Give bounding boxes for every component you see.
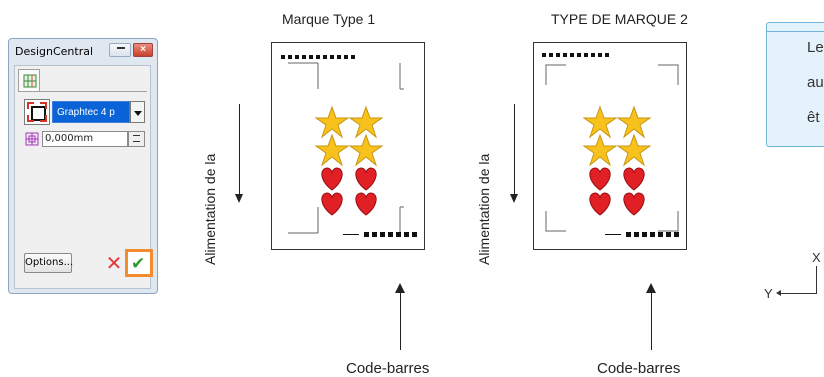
window-title: DesignCentral [15, 45, 94, 58]
barcode-arrow [400, 292, 401, 350]
mark-type-select[interactable]: Graphtec 4 p [52, 101, 130, 123]
chevron-down-icon[interactable] [130, 101, 145, 123]
square-icon [31, 106, 46, 121]
sheet-2-artwork [542, 53, 679, 237]
heart-icon [589, 167, 645, 216]
corner-mark-icon [27, 115, 34, 122]
ok-button[interactable]: ✔ [125, 249, 153, 277]
sheet-type-2 [533, 42, 687, 250]
barcode-label: Code-barres [597, 360, 681, 377]
top-dash-mark [542, 53, 609, 57]
note-callout: Le au êt [766, 22, 824, 147]
barcode-icon [343, 232, 417, 237]
corner-mark-icon [40, 115, 47, 122]
y-axis-line [779, 293, 817, 294]
barcode-label: Code-barres [346, 360, 430, 377]
corner-mark-icon [40, 102, 47, 109]
feed-direction-label: Alimentation de la [476, 153, 492, 265]
callout-divider [767, 31, 824, 32]
corner-mark-icon [27, 102, 34, 109]
star-icon [582, 105, 652, 167]
barcode-arrow [651, 292, 652, 350]
arrow-left-icon [776, 290, 781, 296]
callout-line: Le [807, 39, 824, 56]
callout-line: êt [807, 109, 820, 126]
arrow-up-icon [395, 283, 405, 293]
sheet-2-title: TYPE DE MARQUE 2 [551, 11, 688, 27]
minimize-button[interactable] [109, 43, 131, 57]
window-titlebar: DesignCentral × [9, 39, 157, 63]
dc-panel: Graphtec 4 p 0,000mm Options... ✕ ✔ [14, 65, 153, 289]
checkmark-icon: ✔ [131, 254, 146, 274]
arrow-up-icon [646, 283, 656, 293]
y-axis-label: Y [764, 286, 773, 301]
tab-registration-marks[interactable] [18, 69, 40, 91]
offset-input[interactable]: 0,000mm [42, 131, 128, 147]
options-button[interactable]: Options... [24, 253, 73, 273]
designcentral-window: DesignCentral × Graphtec 4 p [8, 38, 158, 294]
sheet-1-title: Marque Type 1 [282, 11, 376, 27]
heart-icon [321, 167, 377, 216]
top-dash-mark [281, 55, 355, 59]
feed-arrow [514, 104, 515, 196]
feed-direction-label: Alimentation de la [202, 153, 218, 265]
offset-stepper[interactable] [128, 131, 145, 147]
cancel-button[interactable]: ✕ [105, 251, 123, 275]
grid-icon [23, 74, 37, 88]
barcode-icon [605, 232, 679, 237]
arrow-down-icon [235, 194, 243, 203]
sheet-type-1 [271, 42, 425, 250]
tab-divider [18, 91, 147, 92]
x-axis-line [816, 266, 817, 294]
corner-mark-icon [288, 62, 404, 234]
sheet-1-artwork [281, 55, 417, 237]
arrow-down-icon [510, 194, 518, 203]
offset-icon [25, 132, 39, 146]
x-axis-label: X [812, 250, 821, 265]
star-icon [314, 105, 384, 167]
mark-type-button[interactable] [24, 99, 50, 125]
feed-arrow [239, 104, 240, 196]
callout-line: au [807, 74, 824, 91]
corner-mark-icon [545, 64, 679, 232]
close-button[interactable]: × [133, 43, 153, 57]
